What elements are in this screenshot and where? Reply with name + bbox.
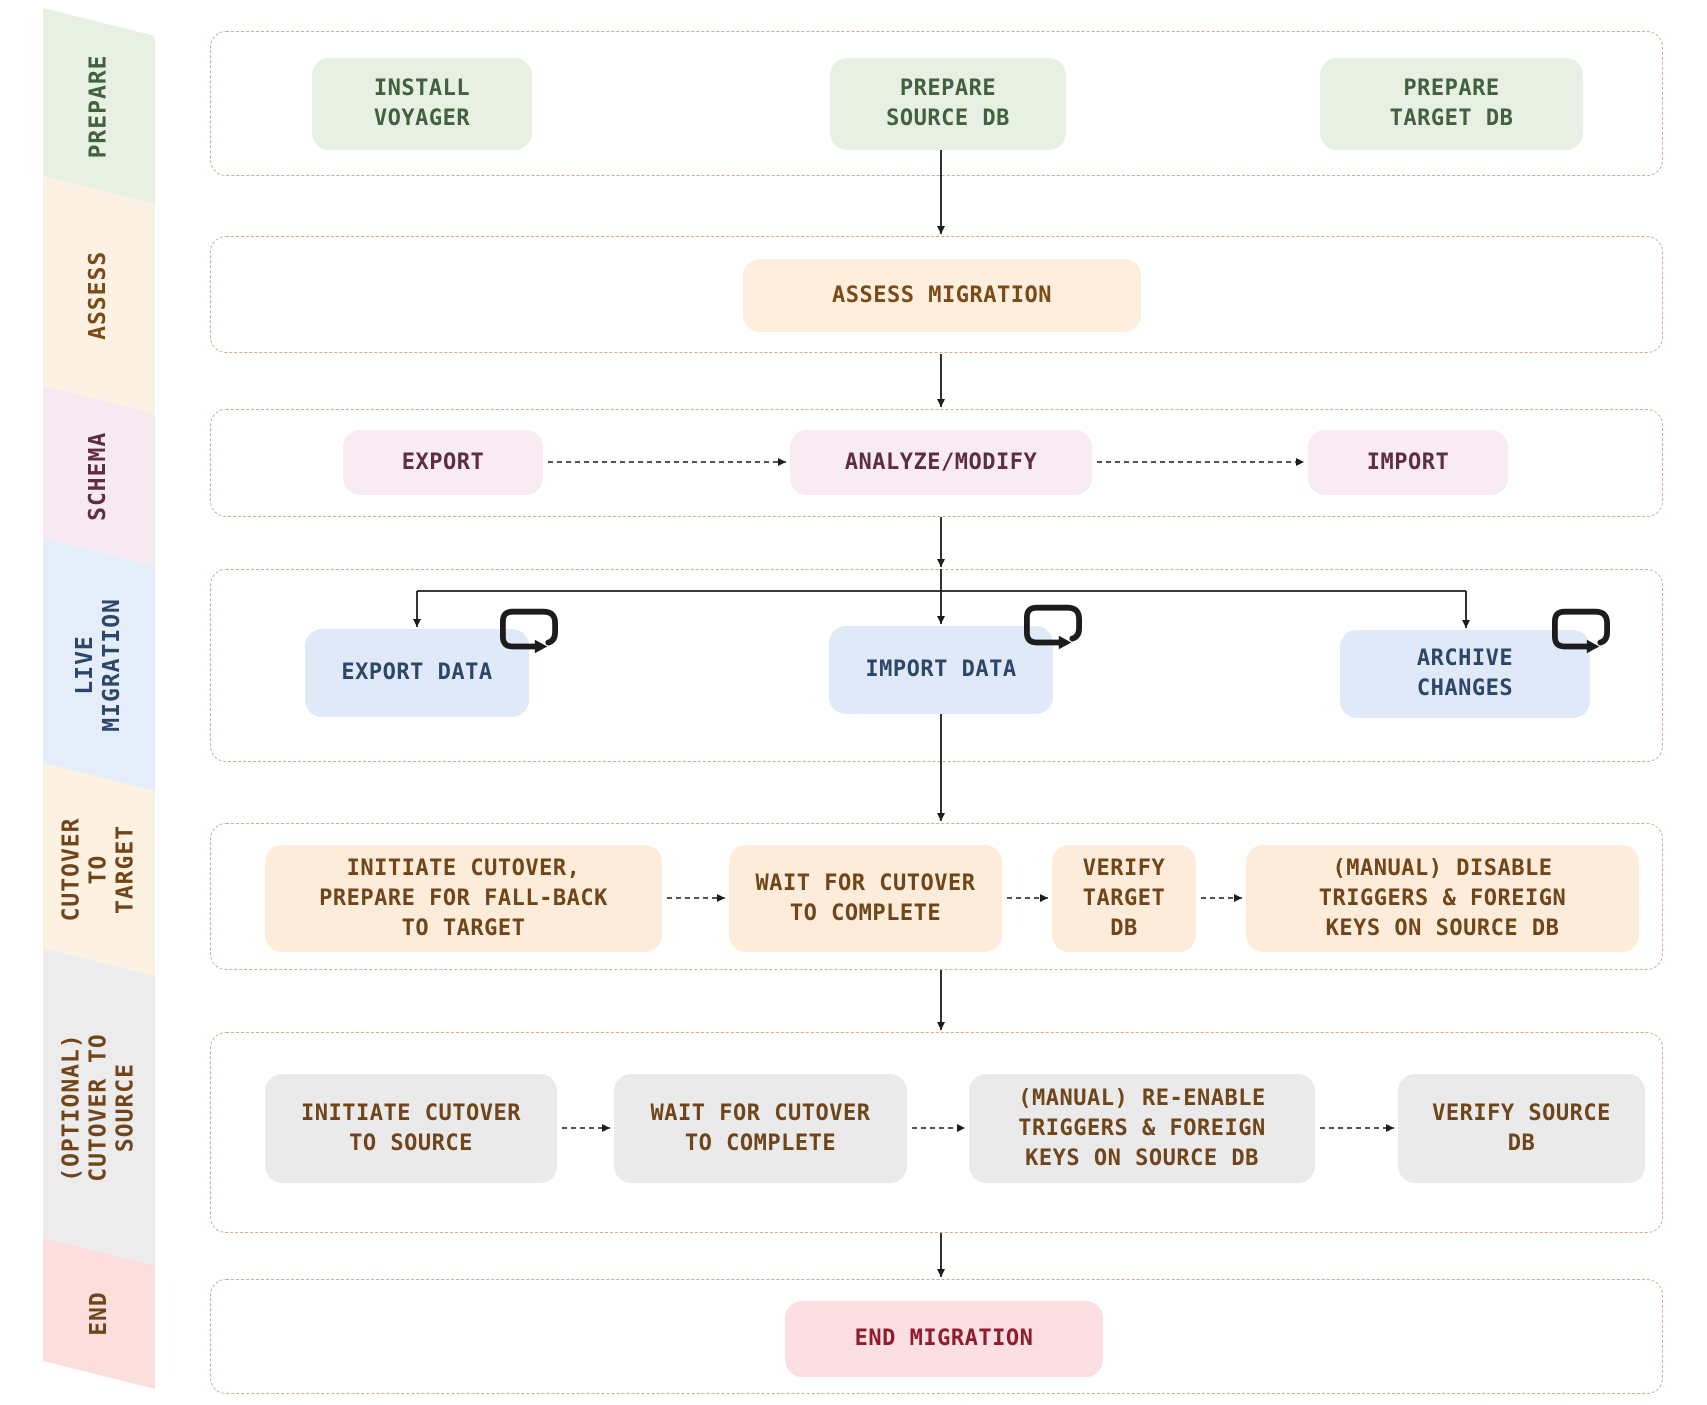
sidebar-stage-cutover-source: (OPTIONAL) CUTOVER TO SOURCE: [43, 948, 155, 1266]
loop-icon-archive-changes: [1552, 608, 1610, 654]
sidebar-stage-label: LIVE MIGRATION: [72, 597, 125, 732]
step-archive-changes: ARCHIVE CHANGES: [1340, 630, 1590, 718]
step-assess-migration: ASSESS MIGRATION: [743, 259, 1141, 332]
lane-cutover-source: [210, 1032, 1663, 1233]
sidebar-stage-cutover-target: CUTOVER TO TARGET: [43, 763, 155, 976]
sidebar-stage-label: END: [85, 1291, 112, 1336]
step-manual-disable-triggers: (MANUAL) DISABLE TRIGGERS & FOREIGN KEYS…: [1246, 845, 1639, 952]
sidebar-stage-label: (OPTIONAL) CUTOVER TO SOURCE: [58, 1032, 139, 1182]
step-prepare-source-db: PREPARE SOURCE DB: [830, 58, 1066, 150]
step-verify-target-db: VERIFY TARGET DB: [1052, 845, 1196, 952]
step-wait-cutover-source: WAIT FOR CUTOVER TO COMPLETE: [614, 1074, 907, 1183]
lane-schema: [210, 409, 1663, 517]
step-verify-source-db: VERIFY SOURCE DB: [1398, 1074, 1645, 1183]
step-initiate-cutover-source: INITIATE CUTOVER TO SOURCE: [265, 1074, 557, 1183]
step-end-migration: END MIGRATION: [785, 1301, 1103, 1377]
step-import-data: IMPORT DATA: [829, 626, 1053, 714]
step-export-data: EXPORT DATA: [305, 629, 529, 717]
lane-end: [210, 1279, 1663, 1394]
sidebar-stage-prepare: PREPARE: [43, 8, 155, 204]
step-install-voyager: INSTALL VOYAGER: [312, 58, 532, 150]
loop-icon-import-data: [1024, 604, 1082, 650]
lane-cutover-target: [210, 823, 1663, 970]
stage-sidebar: PREPARE ASSESS SCHEMA LIVE MIGRATION CUT…: [43, 8, 155, 1389]
sidebar-stage-label: PREPARE: [85, 53, 112, 158]
step-import-schema: IMPORT: [1308, 430, 1508, 495]
step-prepare-target-db: PREPARE TARGET DB: [1320, 58, 1583, 150]
loop-icon-export-data: [500, 608, 558, 654]
lane-prepare: [210, 31, 1663, 176]
sidebar-stage-schema: SCHEMA: [43, 386, 155, 566]
sidebar-stage-label: ASSESS: [85, 250, 112, 340]
lane-assess: [210, 236, 1663, 353]
step-analyze-modify: ANALYZE/MODIFY: [790, 430, 1092, 495]
step-wait-cutover-target: WAIT FOR CUTOVER TO COMPLETE: [729, 845, 1002, 952]
sidebar-stage-label: CUTOVER TO TARGET: [58, 817, 139, 922]
step-manual-reenable-triggers: (MANUAL) RE-ENABLE TRIGGERS & FOREIGN KE…: [969, 1074, 1315, 1183]
sidebar-stage-label: SCHEMA: [85, 431, 112, 521]
sidebar-stage-live-migration: LIVE MIGRATION: [43, 538, 155, 791]
sidebar-stage-assess: ASSESS: [43, 176, 155, 414]
step-export-schema: EXPORT: [343, 430, 543, 495]
step-initiate-cutover-target: INITIATE CUTOVER, PREPARE FOR FALL-BACK …: [265, 845, 662, 952]
